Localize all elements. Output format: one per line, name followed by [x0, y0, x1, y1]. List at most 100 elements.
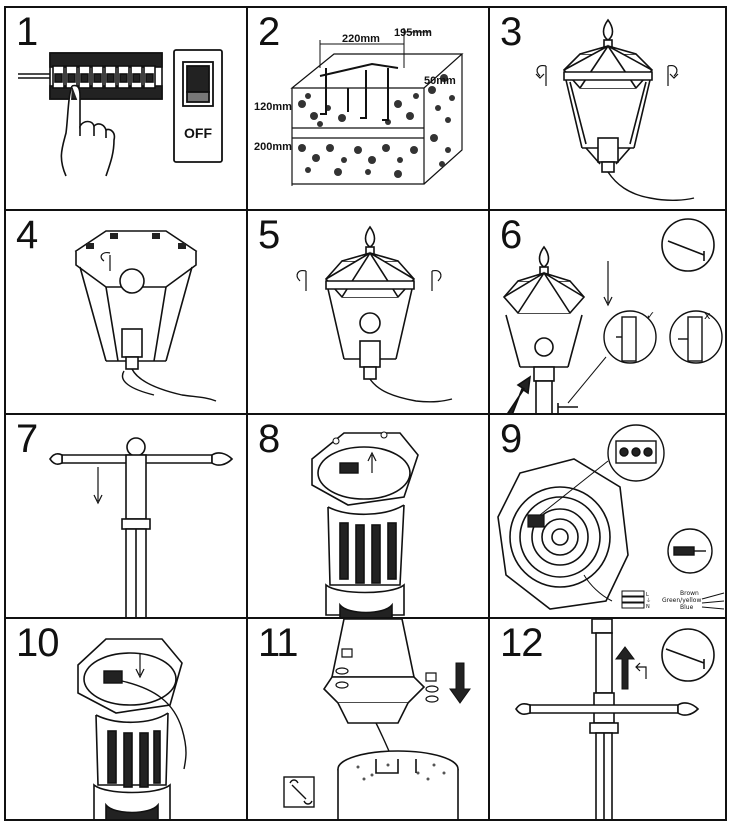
off-label: OFF	[184, 125, 212, 141]
step-10-panel: 10	[4, 617, 248, 821]
off-switch-icon	[173, 49, 223, 163]
pole-base-lowering	[322, 619, 426, 724]
allen-key-detail-icon	[661, 218, 715, 272]
cable-icon	[121, 368, 217, 402]
terminal-zoom-icon	[607, 424, 665, 482]
step-11-number: 11	[258, 621, 299, 665]
wrench-icon	[283, 776, 315, 808]
terminal-block-icon	[103, 670, 123, 684]
step-9-panel: 9	[488, 413, 727, 619]
step-1-panel: 1	[4, 6, 248, 211]
up-arrow-icon	[615, 646, 635, 690]
wiring-diagram	[583, 574, 725, 610]
step-3-number: 3	[500, 10, 522, 54]
wire-green-yellow-label: Green/yellow	[662, 597, 701, 604]
step-5-illustration	[296, 225, 453, 403]
open-lantern	[74, 230, 198, 370]
terminal-block-icon	[339, 462, 359, 474]
rotate-screw-icon	[100, 252, 111, 271]
down-arrow-icon	[135, 653, 145, 679]
step-7-illustration	[49, 437, 234, 617]
step-1-number: 1	[16, 10, 38, 54]
up-arrow-icon	[367, 451, 377, 473]
step-4-illustration	[74, 230, 217, 402]
terminal-earth-label: ⏚	[646, 597, 651, 604]
concrete-texture	[356, 763, 446, 781]
dim-195-label: 195mm	[394, 27, 432, 39]
terminal-l-label: L	[646, 592, 649, 598]
wire-brown-label: Brown	[680, 590, 699, 597]
terminal-block-icon	[527, 514, 545, 528]
dimension-lines	[291, 28, 430, 186]
step-2-panel: 2	[246, 6, 490, 211]
step-8-number: 8	[258, 417, 280, 461]
pole-top-base	[77, 638, 183, 819]
step-4-panel: 4	[4, 209, 248, 415]
rotate-screw-icon-right	[431, 270, 442, 291]
rotate-screw-icon-right	[667, 65, 679, 86]
nuts-and-washers	[335, 648, 439, 703]
lantern-assembly	[324, 225, 416, 380]
step-11-illustration	[283, 619, 471, 819]
screwdriver-icon	[667, 528, 713, 574]
step-11-panel: 11	[246, 617, 490, 821]
allen-key-detail-icon	[661, 628, 715, 682]
cable-icon	[121, 680, 187, 770]
fuse-box	[18, 52, 163, 100]
pole	[121, 454, 151, 617]
lantern-top	[562, 18, 654, 173]
step-12-number: 12	[500, 621, 543, 665]
step-6-number: 6	[500, 213, 522, 257]
screw-mounts	[86, 233, 186, 249]
step-4-number: 4	[16, 213, 38, 257]
terminal-n-label: N	[646, 604, 650, 610]
rotate-screw-icon	[635, 662, 647, 679]
foundation-block	[290, 53, 464, 185]
step-10-illustration	[77, 638, 187, 819]
down-arrow-icon	[603, 261, 613, 307]
base-plate-top-view	[497, 458, 629, 610]
rotate-screw-icon-left	[535, 65, 547, 86]
pole-top-base	[311, 432, 419, 617]
step-2-illustration: 220mm 195mm 50mm 120mm 200mm	[254, 27, 464, 186]
screw-holes	[332, 431, 388, 445]
push-arrow-icon	[507, 375, 532, 413]
cross-mark: x	[704, 309, 711, 322]
anchor-bolts	[319, 62, 399, 121]
lantern-on-pole	[502, 245, 586, 413]
zoom-leader	[539, 460, 609, 516]
step-12-illustration	[515, 619, 715, 819]
step-9-illustration: L ⏚ N Brown Green/yellow Blue	[497, 424, 725, 611]
dim-220-label: 220mm	[342, 33, 380, 45]
step-12-panel: 12	[488, 617, 727, 821]
down-arrow-icon	[93, 467, 103, 505]
step-3-illustration	[535, 18, 695, 201]
dim-200-label: 200mm	[254, 141, 292, 153]
down-arrow-icon	[449, 662, 471, 704]
rotate-screw-icon-left	[296, 270, 307, 291]
step-10-number: 10	[16, 621, 59, 665]
step-6-illustration: ✓ x	[502, 218, 723, 413]
incorrect-detail-icon	[669, 310, 723, 364]
check-mark: ✓	[646, 309, 655, 322]
step-1-illustration: OFF	[18, 49, 223, 177]
step-9-number: 9	[500, 417, 522, 461]
step-6-panel: 6	[488, 209, 727, 415]
step-2-number: 2	[258, 10, 280, 54]
dim-120-label: 120mm	[254, 101, 292, 113]
gravel-texture	[298, 74, 455, 178]
step-7-number: 7	[16, 417, 38, 461]
cable-icon	[369, 378, 453, 403]
step-7-panel: 7	[4, 413, 248, 619]
step-5-number: 5	[258, 213, 280, 257]
step-8-panel: 8	[246, 413, 490, 619]
allen-key-icon	[557, 403, 578, 413]
cable-icon	[607, 171, 695, 201]
correct-detail-icon	[567, 310, 657, 404]
anchor-bolts	[375, 759, 417, 774]
wire-blue-label: Blue	[680, 604, 694, 611]
step-3-panel: 3	[488, 6, 727, 211]
dim-50-label: 50mm	[424, 75, 456, 87]
hand-icon	[60, 84, 116, 177]
